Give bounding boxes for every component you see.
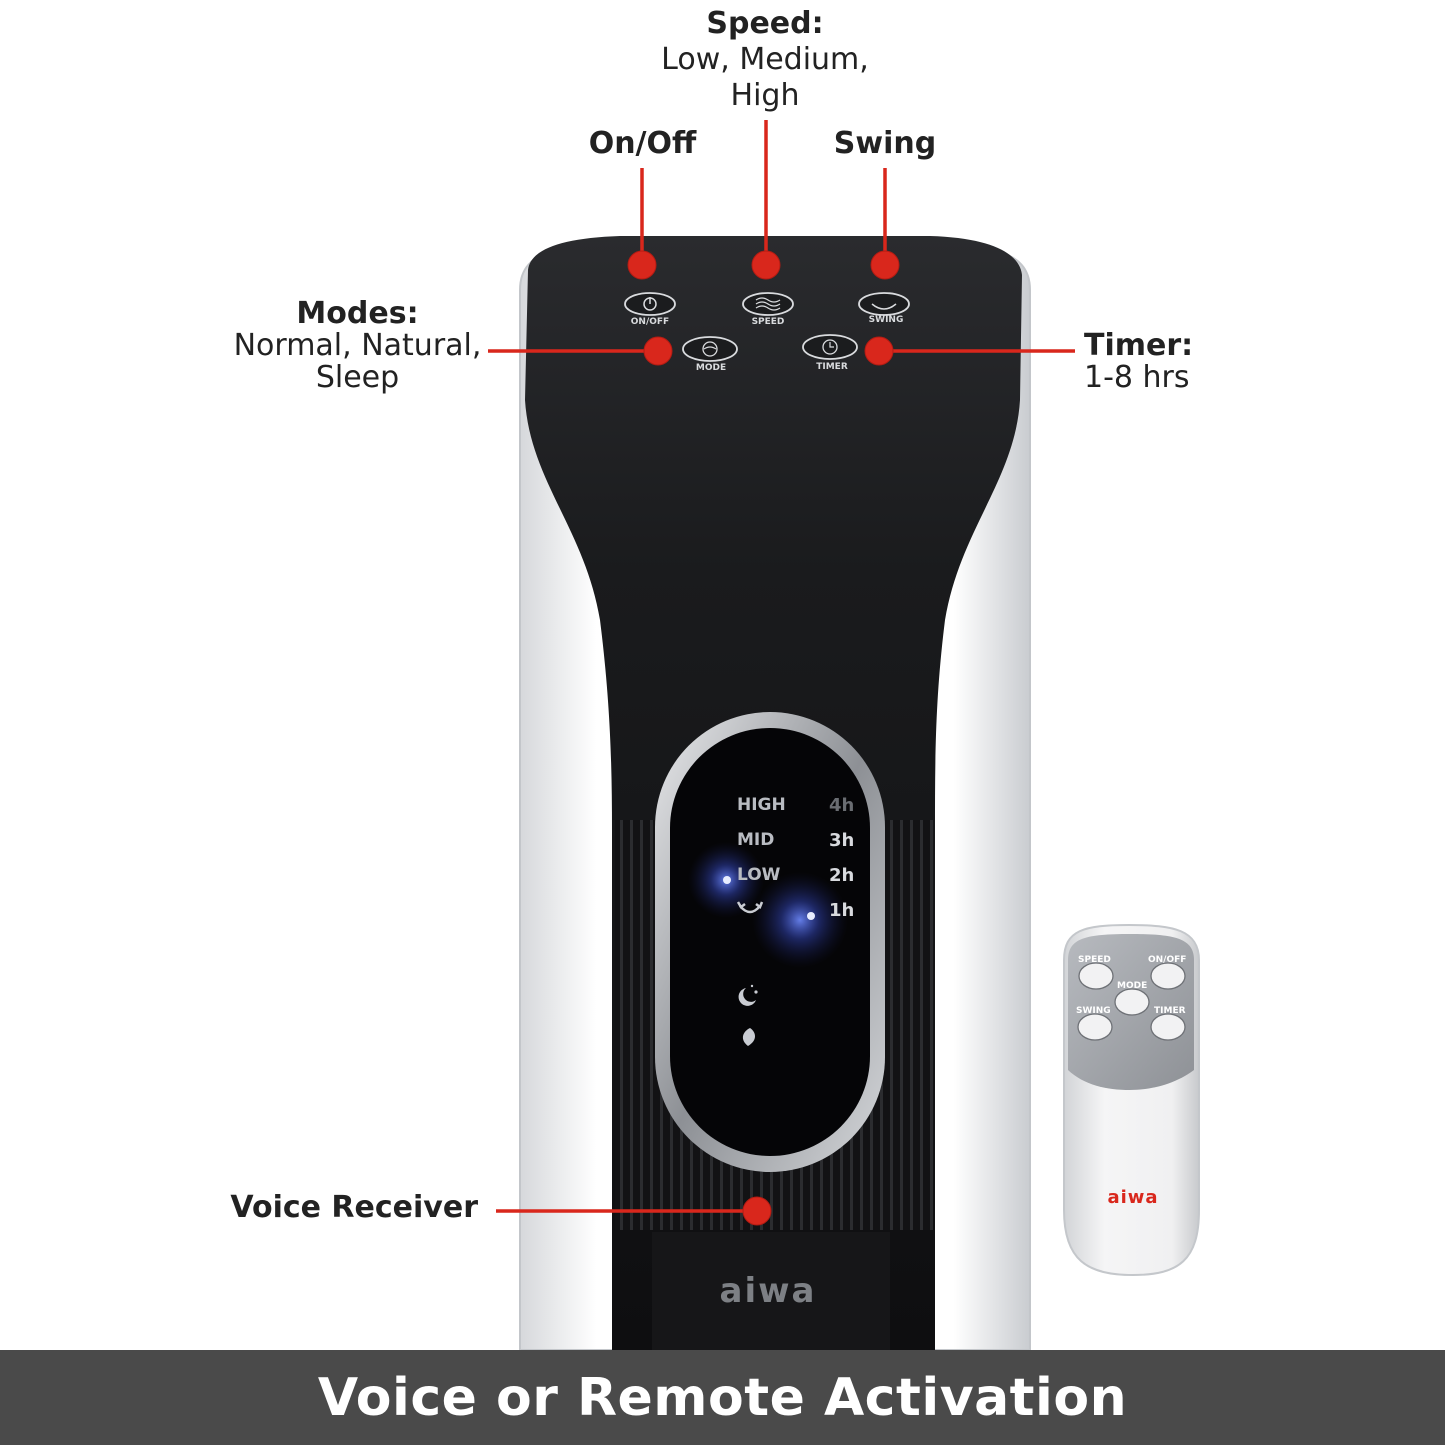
swing-button[interactable] xyxy=(858,292,910,316)
speed-marker xyxy=(751,250,781,280)
remote-speed-label: SPEED xyxy=(1078,955,1111,965)
swing-callout: Swing xyxy=(810,126,960,162)
display-speed-low: LOW xyxy=(737,865,781,885)
display-timer-1h: 1h xyxy=(829,900,854,921)
mode-icon xyxy=(702,341,718,357)
timer-callout-title: Timer: xyxy=(1084,328,1194,363)
display-swing-icon xyxy=(736,901,764,914)
display-timer-3h: 3h xyxy=(829,830,854,851)
brand-logo: aiwa xyxy=(720,1271,817,1311)
remote-timer-button[interactable] xyxy=(1150,1013,1186,1041)
timer-marker xyxy=(864,336,894,366)
remote-brand-logo: aiwa xyxy=(1107,1187,1158,1208)
remote-mode-label: MODE xyxy=(1117,981,1147,991)
speed-button-label: SPEED xyxy=(752,317,785,327)
modes-callout: Modes: Normal, Natural, Sleep xyxy=(230,298,485,394)
onoff-callout: On/Off xyxy=(560,126,725,162)
modes-marker xyxy=(643,336,673,366)
swing-button-label: SWING xyxy=(869,315,904,325)
remote-timer-label: TIMER xyxy=(1154,1006,1186,1016)
led-glow-1h xyxy=(752,872,848,968)
remote-speed-button[interactable] xyxy=(1078,962,1114,990)
onoff-marker xyxy=(627,250,657,280)
display-natural-icon xyxy=(742,1028,755,1046)
panel-buttons: ON/OFF SPEED SWING MODE TIMER xyxy=(624,292,910,373)
remote-onoff-label: ON/OFF xyxy=(1148,955,1186,965)
banner-text: Voice or Remote Activation xyxy=(317,1367,1128,1428)
voice-callout: Voice Receiver xyxy=(200,1190,478,1226)
remote-mode-button[interactable] xyxy=(1114,988,1150,1016)
mode-button-label: MODE xyxy=(696,363,726,373)
remote-swing-button[interactable] xyxy=(1077,1013,1113,1041)
display-speed-mid: MID xyxy=(737,830,774,850)
speed-callout-title: Speed: xyxy=(706,6,824,41)
speed-callout: Speed: Low, Medium, High xyxy=(640,6,890,114)
display-timer-4h: 4h xyxy=(829,795,854,816)
swing-marker xyxy=(870,250,900,280)
brand-plate xyxy=(652,1232,890,1350)
led-low xyxy=(723,876,731,884)
speed-callout-line1: Low, Medium, xyxy=(661,42,869,77)
timer-callout-line1: 1-8 hrs xyxy=(1084,360,1190,395)
voice-callout-title: Voice Receiver xyxy=(230,1190,478,1225)
speed-callout-line2: High xyxy=(730,78,800,113)
clock-icon xyxy=(822,339,838,355)
timer-button-label: TIMER xyxy=(816,362,848,372)
display-timer-2h: 2h xyxy=(829,865,854,886)
mode-button[interactable] xyxy=(682,336,738,362)
swing-callout-title: Swing xyxy=(833,126,937,161)
led-1h xyxy=(807,912,815,920)
remote-swing-label: SWING xyxy=(1076,1006,1111,1016)
timer-callout: Timer: 1-8 hrs xyxy=(1084,330,1284,394)
modes-callout-line2: Sleep xyxy=(315,360,400,395)
speed-wave-icon xyxy=(755,297,781,311)
onoff-callout-title: On/Off xyxy=(588,126,697,161)
bottom-banner: Voice or Remote Activation xyxy=(0,1350,1445,1445)
swing-arrow-icon xyxy=(871,303,897,310)
modes-callout-line1: Normal, Natural, xyxy=(233,328,482,363)
remote-control: SPEED ON/OFF MODE SWING TIMER aiwa xyxy=(1063,923,1200,1277)
modes-callout-title: Modes: xyxy=(296,296,419,331)
onoff-button-label: ON/OFF xyxy=(631,317,669,327)
voice-marker xyxy=(742,1196,772,1226)
display-speed-high: HIGH xyxy=(737,795,786,815)
remote-onoff-button[interactable] xyxy=(1150,962,1186,990)
display-sleep-icon xyxy=(738,984,758,1006)
